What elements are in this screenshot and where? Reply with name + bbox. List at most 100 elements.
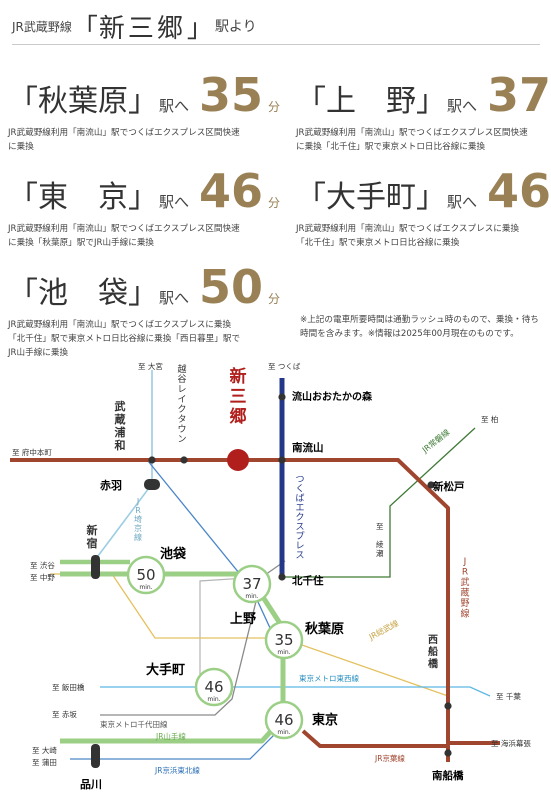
label-station-nishifunabashi: 西船橋 xyxy=(428,634,439,670)
label-direction-fuchu: 至 府中本町 xyxy=(12,447,52,457)
label-station-akabane: 赤羽 xyxy=(100,478,122,492)
line-chiyoda xyxy=(100,560,286,716)
route-map: 50 min. 37 min. 35 min. 46 min. 46 min. … xyxy=(10,361,531,791)
label-station-tokyo: 東京 xyxy=(312,712,338,728)
route-minutes: 35 xyxy=(199,68,264,122)
label-direction-tsukuba: 至 つくば xyxy=(268,362,301,371)
station-shinmisato-marker xyxy=(227,449,249,471)
badge-unit: min. xyxy=(277,729,290,736)
label-station-koshigaya: 越谷レイクタウン xyxy=(177,363,186,445)
page-header: JR武蔵野線 「 新三郷 」 駅より xyxy=(12,8,257,44)
label-station-minaminagareyama: 南流山 xyxy=(292,441,324,454)
route-description: JR武蔵野線利用「南流山」駅でつくばエクスプレス区間快速 に乗換「秋葉原」駅でJ… xyxy=(8,222,280,250)
route-destination: 上 野 xyxy=(326,84,416,119)
header-station: 新三郷 xyxy=(98,13,186,44)
badge-otemachi: 46 min. xyxy=(194,667,234,707)
route-desc-line: に乗換「秋葉原」駅でJR山手線に乗換 xyxy=(8,238,155,248)
station-dot xyxy=(148,456,156,464)
label-direction-akasaka: 至 赤坂 xyxy=(52,709,77,719)
bracket-open: 「 xyxy=(8,276,38,311)
badge-value: 50 xyxy=(136,566,155,584)
line-yamanote xyxy=(60,571,286,744)
station-dot xyxy=(278,393,286,401)
label-line-tozai: 東京メトロ東西線 xyxy=(299,673,359,683)
label-line-keiyo: JR京葉線 xyxy=(374,753,405,763)
label-direction-kamata: 至 蒲田 xyxy=(32,757,57,767)
badge-akihabara: 35 min. xyxy=(264,620,304,660)
label-direction-omiya: 至 大宮 xyxy=(138,361,163,371)
header-suffix: 駅より xyxy=(214,19,257,35)
label-direction-ayase: 至 綾瀬 xyxy=(376,522,384,558)
line-keihin xyxy=(70,460,284,760)
label-station-shinagawa: 品川 xyxy=(80,778,102,791)
route-desc-line: JR武蔵野線利用「南流山」駅でつくばエクスプレスに乗換 xyxy=(296,224,520,234)
header-divider xyxy=(12,44,540,45)
badge-value: 46 xyxy=(274,711,293,729)
header-bracket-close: 」 xyxy=(186,13,213,44)
line-joban xyxy=(282,427,476,578)
route-unit: 分 xyxy=(268,100,281,114)
footnote-line: 時間を含みます。※情報は2025年00月現在のものです。 xyxy=(300,329,519,339)
route-desc-line: 「北千住」駅で東京メトロ日比谷線に乗換「西日暮里」駅で xyxy=(8,334,241,344)
route-ueno: 「 上 野 」 駅へ 37 分 JR武蔵野線利用「南流山」駅でつくばエクスプレス… xyxy=(296,72,551,154)
badge-unit: min. xyxy=(139,584,152,591)
badge-unit: min. xyxy=(245,593,258,600)
label-station-ikebukuro: 池袋 xyxy=(160,546,187,562)
badge-ueno: 37 min. xyxy=(232,564,272,604)
label-station-ueno: 上野 xyxy=(230,612,256,627)
label-line-tx: つくばエクスプレス xyxy=(295,475,304,561)
route-eki-he: 駅へ xyxy=(159,193,190,211)
label-line-sobu: JR総武線 xyxy=(366,618,400,642)
label-station-akihabara: 秋葉原 xyxy=(305,621,344,637)
station-bar-shinagawa xyxy=(91,744,100,768)
route-desc-line: JR武蔵野線利用「南流山」駅でつくばエクスプレス区間快速 xyxy=(296,128,528,138)
station-dot xyxy=(427,481,435,489)
label-line-keihin: JR京浜東北線 xyxy=(154,765,200,775)
station-bar-shinjuku xyxy=(91,555,100,579)
station-dot xyxy=(444,702,452,710)
bracket-open: 「 xyxy=(296,180,326,215)
route-description: JR武蔵野線利用「南流山」駅でつくばエクスプレス区間快速 に乗換「北千住」駅で東… xyxy=(296,126,551,154)
label-station-kitasenju: 北千住 xyxy=(292,574,324,587)
route-destination: 東 京 xyxy=(38,180,128,215)
route-description: JR武蔵野線利用「南流山」駅でつくばエクスプレス区間快速 に乗換 xyxy=(8,126,280,154)
route-destination: 大手町 xyxy=(326,180,416,215)
route-description: JR武蔵野線利用「南流山」駅でつくばエクスプレスに乗換 「北千住」駅で東京メトロ… xyxy=(296,222,551,250)
route-desc-line: 「北千住」駅で東京メトロ日比谷線に乗換 xyxy=(296,238,460,248)
route-eki-he: 駅へ xyxy=(447,97,478,115)
route-destination: 秋葉原 xyxy=(38,84,128,119)
header-bracket-open: 「 xyxy=(71,13,98,44)
label-line-joban: JR常磐線 xyxy=(419,427,451,455)
route-destination: 池 袋 xyxy=(38,276,128,311)
label-station-shinjuku: 新宿 xyxy=(87,523,98,550)
bracket-open: 「 xyxy=(8,180,38,215)
bracket-close: 」 xyxy=(128,84,158,119)
label-station-minamifunabashi: 南船橋 xyxy=(432,769,464,782)
bracket-close: 」 xyxy=(416,84,446,119)
label-direction-iidabashi: 至 飯田橋 xyxy=(52,682,85,692)
badge-value: 35 xyxy=(274,631,293,649)
line-saikyo xyxy=(97,370,153,557)
label-station-musashiurawa: 武蔵浦和 xyxy=(115,399,126,452)
label-direction-nakano: 至 中野 xyxy=(30,572,55,582)
station-dot xyxy=(180,456,188,464)
route-minutes: 37 xyxy=(487,68,551,122)
bracket-close: 」 xyxy=(416,180,446,215)
label-direction-shibuya: 至 渋谷 xyxy=(30,560,55,570)
header-line-name: JR武蔵野線 xyxy=(12,19,72,34)
label-direction-osaki: 至 大崎 xyxy=(32,745,57,755)
label-station-shinmatsudo: 新松戸 xyxy=(433,480,465,493)
route-desc-line: に乗換 xyxy=(8,142,34,152)
route-eki-he: 駅へ xyxy=(447,193,478,211)
label-station-otemachi: 大手町 xyxy=(146,662,185,678)
route-minutes: 46 xyxy=(199,164,264,218)
badge-tokyo: 46 min. xyxy=(264,700,304,740)
route-desc-line: JR武蔵野線利用「南流山」駅でつくばエクスプレス区間快速 xyxy=(8,128,240,138)
route-eki-he: 駅へ xyxy=(159,289,190,307)
route-akihabara: 「 秋葉原 」 駅へ 35 分 JR武蔵野線利用「南流山」駅でつくばエクスプレス… xyxy=(8,72,280,154)
label-line-chiyoda: 東京メトロ千代田線 xyxy=(100,719,168,729)
badge-ikebukuro: 50 min. xyxy=(126,555,166,595)
footnote: ※上記の電車所要時間は通勤ラッシュ時のもので、乗換・待ち 時間を含みます。※情報… xyxy=(300,313,539,341)
label-direction-kashiwa: 至 柏 xyxy=(481,414,498,424)
